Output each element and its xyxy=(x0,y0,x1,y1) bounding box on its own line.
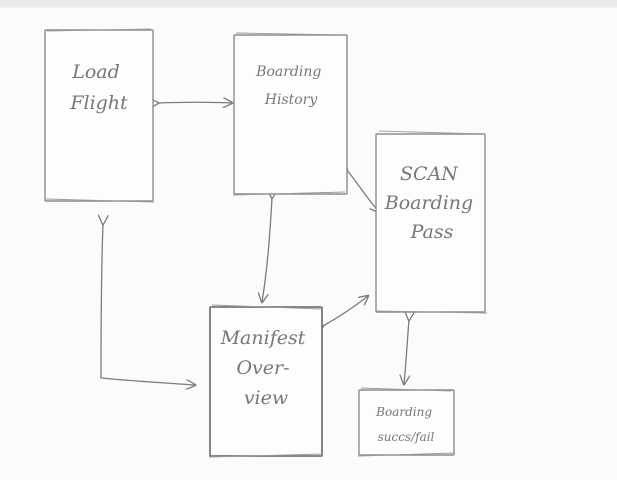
node-scan: SCAN Boarding Pass xyxy=(374,130,488,314)
node-manifest-line-3: view xyxy=(244,387,288,409)
node-load-line-2: Flight xyxy=(69,92,128,114)
svg-text:SCAN Boarding: SCAN Boarding Pass xyxy=(384,163,480,243)
node-result-line-1: Boarding xyxy=(375,405,432,419)
node-result-line-2: succs/fail xyxy=(378,430,435,444)
node-history: Boarding History xyxy=(232,32,348,196)
node-scan-line-1: SCAN xyxy=(400,163,459,185)
svg-text:Load Flight: Load Flight xyxy=(69,61,128,114)
svg-text:Boarding succs/fail: Boarding succs/fail xyxy=(375,405,436,444)
edge-history-manifest xyxy=(262,198,272,302)
edge-load-manifest xyxy=(101,224,195,385)
node-history-line-2: History xyxy=(264,92,319,108)
edge-history-scan xyxy=(347,170,379,212)
node-load: Load Flight xyxy=(44,28,155,203)
edge-load-history xyxy=(158,102,232,103)
edge-scan-result xyxy=(404,320,409,384)
node-manifest-line-1: Manifest xyxy=(220,327,306,349)
edge-manifest-scan xyxy=(323,296,368,326)
node-result: Boarding succs/fail xyxy=(357,387,456,457)
node-scan-line-2: Boarding xyxy=(384,192,473,214)
node-manifest-line-2: Over- xyxy=(236,357,289,379)
node-scan-line-3: Pass xyxy=(410,221,454,243)
svg-text:Manifest Over-: Manifest Over- view xyxy=(220,327,312,409)
svg-text:Boarding History: Boarding History xyxy=(255,64,326,108)
node-history-line-1: Boarding xyxy=(255,64,321,80)
node-load-line-1: Load xyxy=(71,61,120,83)
node-manifest: Manifest Over- view xyxy=(208,304,324,458)
